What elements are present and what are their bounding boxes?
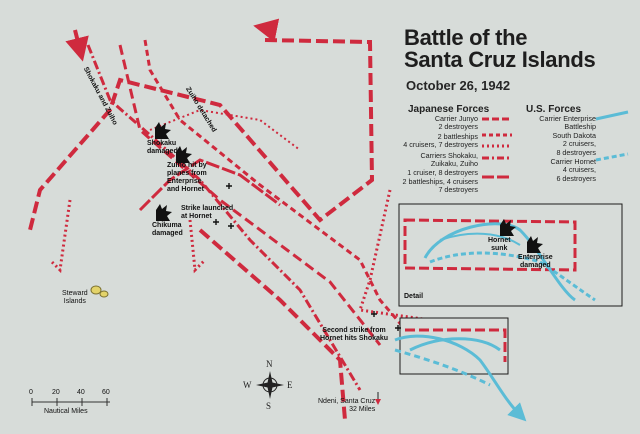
- scale-label: Nautical Miles: [44, 408, 88, 415]
- compass-north: N: [266, 359, 273, 369]
- scale-tick-0: 0: [29, 389, 33, 396]
- legend-japanese-entry-carriers: Carriers Shokaku, Zuikaku, Zuiho 1 cruis…: [407, 151, 478, 177]
- scale-tick-20: 20: [52, 389, 60, 396]
- title-line-1: Battle of the: [404, 25, 528, 50]
- compass-south: S: [266, 401, 272, 411]
- label-strike-launched: Strike launched at Hornet: [181, 205, 234, 220]
- zuiho-detached-track: [149, 108, 301, 151]
- legend-japanese-entry-battleships: 2 battleships 4 cruisers, 7 destroyers: [403, 132, 478, 150]
- legend-japanese-entry-junyo: Carrier Junyo 2 destroyers: [434, 114, 478, 132]
- detail-inset: [398, 203, 623, 307]
- label-ndeni: Ndeni, Santa Cruz 32 Miles: [318, 398, 376, 413]
- label-second-strike: Second strike from Hornet hits Shokaku: [320, 327, 389, 342]
- hornet-track: [394, 348, 491, 387]
- label-shokaku-damaged: Shokaku damaged: [147, 140, 178, 155]
- map-title: Battle of the Santa Cruz Islands: [404, 25, 596, 72]
- battleships-track: [143, 39, 412, 336]
- scale-tick-40: 40: [77, 389, 85, 396]
- legend-japanese-heading: Japanese Forces: [408, 104, 490, 115]
- junyo-track: [28, 38, 375, 231]
- label-steward-islands: Steward Islands: [62, 290, 88, 305]
- label-enterprise-damaged: Enterprise damaged: [518, 254, 553, 269]
- lower-inset: [399, 317, 509, 375]
- compass-east: E: [287, 380, 293, 390]
- aircraft-icons: [213, 183, 401, 331]
- legend-us-entry-hornet: Carrier Hornet 4 cruisers, 6 destroyers: [550, 157, 596, 183]
- legend-us-heading: U.S. Forces: [526, 104, 582, 115]
- label-chikuma-damaged: Chikuma damaged: [152, 222, 183, 237]
- scale-bar: [31, 398, 110, 406]
- legend-samples: [482, 110, 629, 179]
- carriers-track: [86, 44, 362, 391]
- cruisers-track: [48, 189, 431, 322]
- junyo-approach: [118, 44, 382, 346]
- label-detail: Detail: [404, 293, 424, 300]
- legend-japanese-entry-battleships-2: 2 battleships, 4 cruisers 7 destroyers: [402, 177, 478, 195]
- compass-west: W: [243, 380, 252, 390]
- label-hornet-sunk: Hornet sunk: [488, 237, 511, 252]
- steward-islands-shape: [90, 285, 109, 298]
- title-line-2: Santa Cruz Islands: [404, 47, 596, 72]
- explosion-icons: [155, 122, 543, 253]
- scale-tick-60: 60: [102, 389, 110, 396]
- battleships2-track: [138, 158, 281, 212]
- compass-rose: [256, 371, 284, 399]
- enterprise-track: [394, 334, 527, 422]
- southbound-track: [198, 228, 347, 421]
- label-zuiho-hit: Zuiho hit by planes from Enterprise and …: [167, 162, 207, 193]
- legend-us-entry-enterprise: Carrier Enterprise Battleship South Dako…: [539, 114, 596, 157]
- battle-date: October 26, 1942: [406, 78, 511, 93]
